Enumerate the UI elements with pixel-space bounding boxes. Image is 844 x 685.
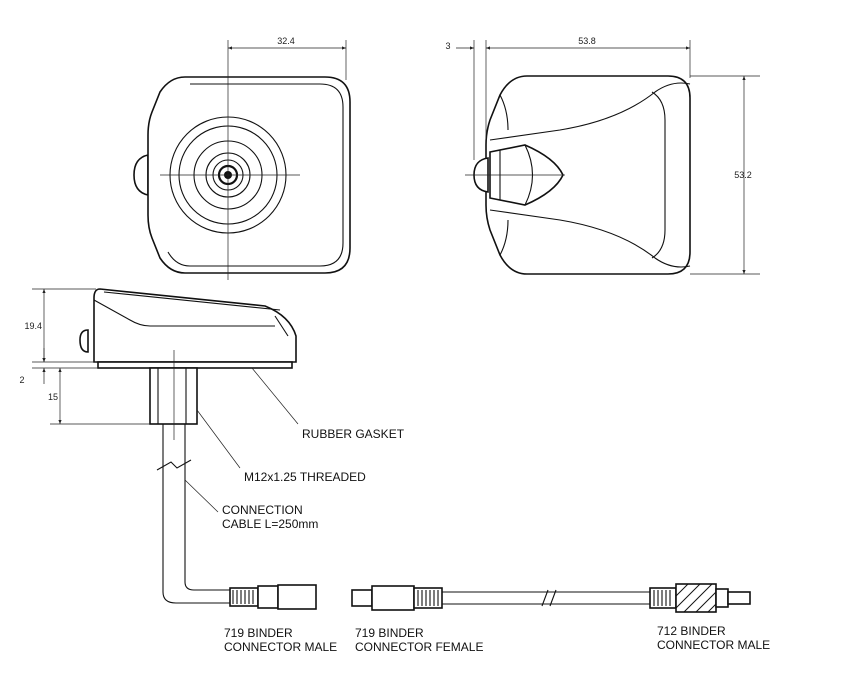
dim-gasket-thickness: 2 (19, 375, 24, 385)
bottom-view: 19.4 2 15 (19, 288, 297, 440)
side-view: 3 53.8 53.2 (445, 36, 760, 275)
cable (156, 424, 317, 610)
leaders (184, 367, 299, 513)
connector-3-line1: 712 BINDER (657, 624, 726, 638)
dim-side-length: 53.8 (578, 36, 596, 46)
dim-side-height: 53.2 (734, 170, 752, 180)
note-thread: M12x1.25 THREADED (244, 470, 366, 484)
dim-thread-length: 15 (48, 392, 58, 402)
extension-cable (351, 583, 751, 613)
note-cable-line2: CABLE L=250mm (222, 517, 318, 531)
dim-body-height: 19.4 (24, 321, 42, 331)
dim-front-width: 32.4 (277, 36, 295, 46)
note-rubber-gasket: RUBBER GASKET (302, 427, 405, 441)
connector-3-line2: CONNECTOR MALE (657, 638, 770, 652)
front-view: 32.4 (133, 36, 351, 280)
connector-1-line2: CONNECTOR MALE (224, 640, 337, 654)
connector-2-line1: 719 BINDER (355, 626, 424, 640)
note-cable-line1: CONNECTION (222, 503, 303, 517)
dim-side-offset: 3 (445, 41, 450, 51)
connector-1-line1: 719 BINDER (224, 626, 293, 640)
connector-2-line2: CONNECTOR FEMALE (355, 640, 483, 654)
